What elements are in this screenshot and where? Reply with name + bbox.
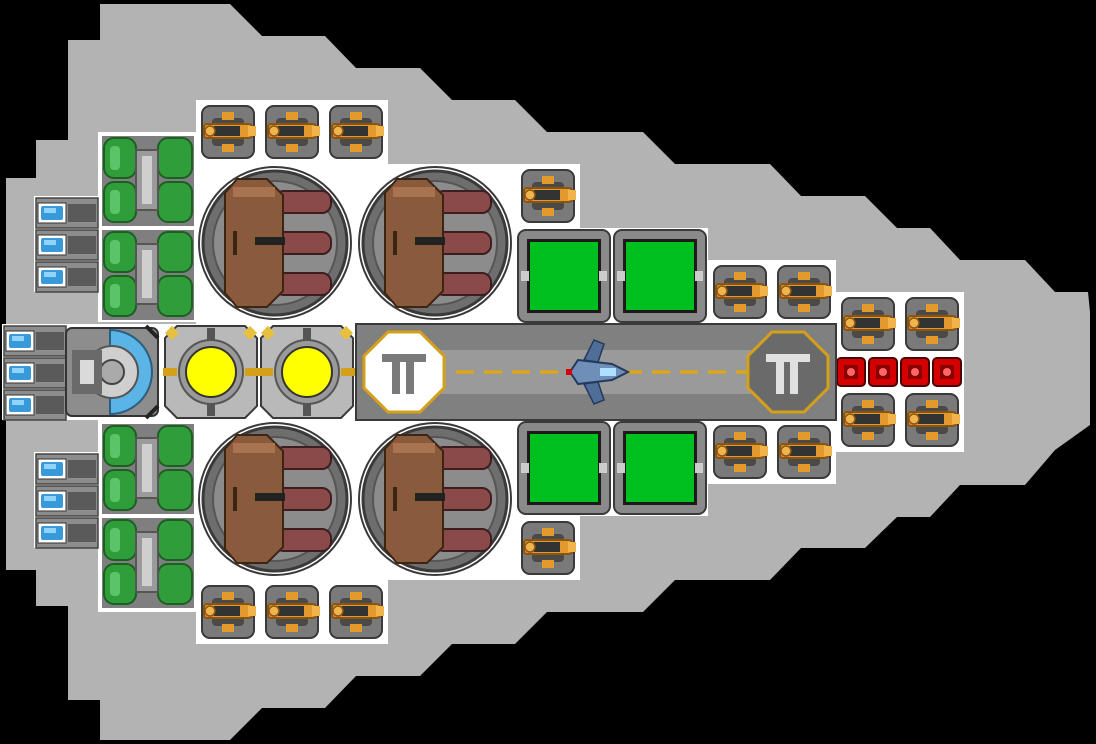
blue-thruster-icon[interactable]	[35, 453, 99, 485]
orange-gun-icon[interactable]	[841, 393, 897, 447]
triple-barrel-turret-icon[interactable]	[357, 165, 513, 321]
blue-thruster-icon[interactable]	[35, 229, 99, 261]
hangar-pad-right-icon	[746, 330, 830, 414]
orange-gun-icon[interactable]	[521, 169, 577, 223]
green-cargo-bay-icon[interactable]	[517, 421, 611, 515]
orange-gun-icon[interactable]	[713, 425, 769, 479]
red-missile-launcher-icon[interactable]	[868, 357, 898, 387]
orange-gun-icon[interactable]	[777, 425, 833, 479]
red-missile-launcher-icon[interactable]	[932, 357, 962, 387]
blue-thruster-icon[interactable]	[3, 357, 67, 389]
red-missile-launcher-icon[interactable]	[900, 357, 930, 387]
green-fuel-tank-icon[interactable]	[101, 229, 195, 321]
green-cargo-bay-icon[interactable]	[517, 229, 611, 323]
orange-gun-icon[interactable]	[265, 105, 321, 159]
yellow-power-cell-icon[interactable]	[258, 324, 356, 419]
orange-gun-icon[interactable]	[329, 585, 385, 639]
hangar-bay-icon[interactable]	[355, 323, 837, 421]
triple-barrel-turret-icon[interactable]	[197, 421, 353, 577]
triple-barrel-turret-icon[interactable]	[357, 421, 513, 577]
blue-thruster-icon[interactable]	[35, 485, 99, 517]
orange-gun-icon[interactable]	[201, 105, 257, 159]
orange-gun-icon[interactable]	[905, 393, 961, 447]
green-fuel-tank-icon[interactable]	[101, 423, 195, 515]
orange-gun-icon[interactable]	[713, 265, 769, 319]
green-cargo-bay-icon[interactable]	[613, 421, 707, 515]
blue-thruster-icon[interactable]	[3, 389, 67, 421]
docked-fighter-icon	[566, 339, 631, 405]
orange-gun-icon[interactable]	[265, 585, 321, 639]
hangar-pad-left-icon	[362, 330, 446, 414]
blue-thruster-icon[interactable]	[35, 261, 99, 293]
reactor-core-icon[interactable]	[65, 324, 160, 420]
blue-thruster-icon[interactable]	[35, 517, 99, 549]
orange-gun-icon[interactable]	[777, 265, 833, 319]
red-missile-launcher-icon[interactable]	[836, 357, 866, 387]
orange-gun-icon[interactable]	[905, 297, 961, 351]
orange-gun-icon[interactable]	[201, 585, 257, 639]
blue-thruster-icon[interactable]	[35, 197, 99, 229]
green-cargo-bay-icon[interactable]	[613, 229, 707, 323]
orange-gun-icon[interactable]	[329, 105, 385, 159]
green-fuel-tank-icon[interactable]	[101, 135, 195, 227]
orange-gun-icon[interactable]	[841, 297, 897, 351]
yellow-power-cell-icon[interactable]	[162, 324, 260, 419]
triple-barrel-turret-icon[interactable]	[197, 165, 353, 321]
orange-gun-icon[interactable]	[521, 521, 577, 575]
green-fuel-tank-icon[interactable]	[101, 517, 195, 609]
blue-thruster-icon[interactable]	[3, 325, 67, 357]
